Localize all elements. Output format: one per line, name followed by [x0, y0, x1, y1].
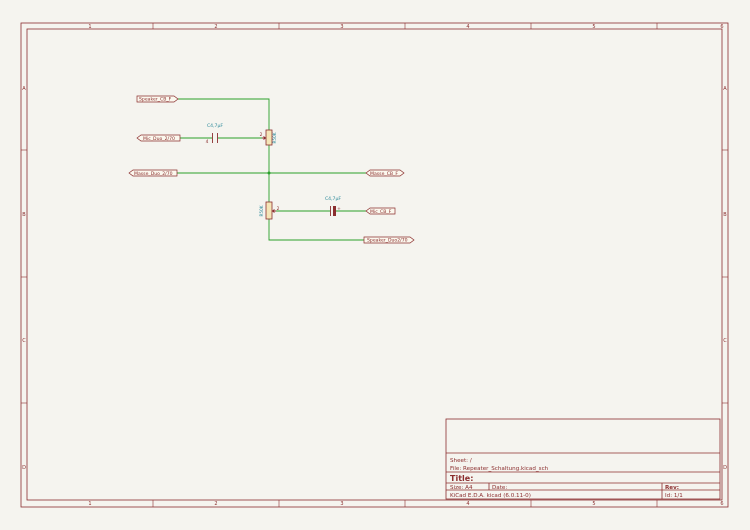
col-label-bottom-2: 2 — [214, 501, 217, 507]
potentiometer-bottom-ref: R50K — [259, 205, 264, 216]
title-block: Sheet: / File: Repeater_Schaltung.kicad_… — [445, 418, 721, 500]
drawing-frame — [20, 22, 729, 508]
title-block-title: Title: — [450, 474, 473, 483]
col-label-top-4: 4 — [466, 24, 469, 30]
global-label-text: Masse_Duo_2/70 — [134, 171, 173, 177]
capacitor-bottom-value: C4,7µF — [325, 196, 341, 202]
col-label-bottom-1: 1 — [88, 501, 91, 507]
wire-speaker-cb — [178, 98, 270, 130]
title-block-size: Size: A4 — [450, 485, 473, 491]
global-label-text: Mic_CB_F — [370, 209, 392, 215]
potentiometer-top[interactable]: 2 R50K — [260, 129, 277, 146]
row-label-left-b: B — [22, 212, 26, 218]
potentiometer-bottom[interactable]: 2 R50K — [259, 201, 280, 220]
title-block-file: File: Repeater_Schaltung.kicad_sch — [450, 466, 549, 472]
title-block-id: Id: 1/1 — [665, 493, 683, 499]
capacitor-top-pin: 4 — [206, 139, 209, 145]
col-label-top-3: 3 — [340, 24, 343, 30]
global-label-text: Masse_CB_F — [370, 171, 398, 177]
inner-border — [26, 28, 723, 501]
outer-border — [20, 22, 729, 508]
global-label-masse-duo-2-70[interactable]: Masse_Duo_2/70 — [128, 169, 178, 177]
col-label-bottom-5: 5 — [592, 501, 595, 507]
junction-dot — [267, 171, 271, 175]
title-block-date: Date: — [492, 485, 507, 491]
global-label-speaker-cb-f[interactable]: Speaker_CB_F — [136, 95, 179, 103]
col-label-bottom-4: 4 — [466, 501, 469, 507]
row-label-right-d: D — [723, 465, 727, 471]
title-block-sheet: Sheet: / — [450, 458, 472, 464]
capacitor-top[interactable]: C4,7µF 4 — [206, 123, 224, 145]
global-label-text: Speaker_Duo2/70 — [367, 238, 408, 244]
row-label-right-a: A — [723, 86, 727, 92]
global-label-text: Speaker_CB_F — [139, 97, 172, 103]
col-label-top-1: 1 — [88, 24, 91, 30]
row-label-right-b: B — [723, 212, 727, 218]
global-label-text: Mic_Duo_2/70 — [143, 136, 175, 142]
title-block-rev: Rev: — [665, 485, 679, 491]
capacitor-bottom-polarity: + — [337, 206, 341, 212]
title-block-tool: KiCad E.D.A. kicad (6.0.11-0) — [450, 493, 531, 499]
wires — [177, 98, 366, 241]
global-label-mic-cb-f[interactable]: Mic_CB_F — [365, 207, 396, 215]
potentiometer-bottom-pin: 2 — [277, 206, 280, 212]
row-label-left-d: D — [22, 465, 26, 471]
global-label-mic-duo-2-70[interactable]: Mic_Duo_2/70 — [136, 134, 181, 142]
potentiometer-top-pin: 2 — [260, 132, 263, 138]
col-label-top-6: 6 — [720, 24, 723, 30]
row-label-right-c: C — [723, 338, 727, 344]
global-label-speaker-duo-2-70[interactable]: Speaker_Duo2/70 — [363, 236, 415, 244]
column-markers: 1 2 3 4 5 6 1 2 3 4 5 6 — [88, 23, 724, 507]
col-label-bottom-6: 6 — [720, 501, 723, 507]
global-label-masse-cb-f[interactable]: Masse_CB_F — [365, 169, 405, 177]
capacitor-bottom[interactable]: C4,7µF + — [325, 196, 341, 216]
col-label-bottom-3: 3 — [340, 501, 343, 507]
col-label-top-2: 2 — [214, 24, 217, 30]
capacitor-top-value: C4,7µF — [207, 123, 223, 129]
potentiometer-top-ref: R50K — [272, 132, 277, 143]
col-label-top-5: 5 — [592, 24, 595, 30]
row-markers: A B C D A B C D — [21, 86, 728, 471]
wire-speaker-duo — [268, 219, 364, 241]
row-label-left-c: C — [22, 338, 26, 344]
row-label-left-a: A — [22, 86, 26, 92]
